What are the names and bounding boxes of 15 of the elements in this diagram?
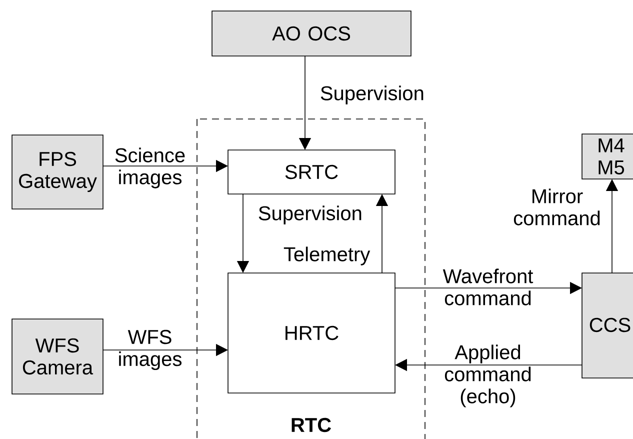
system-box: M4 M5: [582, 134, 633, 180]
edge-label: Mirror command: [514, 188, 600, 226]
system-box: WFS Camera: [12, 318, 104, 394]
edge-label: Telemetry: [284, 246, 370, 266]
edge-label: Supervision: [320, 86, 424, 104]
edge-label: Science images: [115, 148, 185, 188]
process-box: SRTC: [228, 150, 396, 194]
process-box: HRTC: [228, 272, 396, 394]
system-box: CCS: [582, 272, 633, 378]
edge-label: Supervision: [258, 206, 362, 224]
edge-label: WFS images: [119, 330, 182, 370]
system-box: FPS Gateway: [12, 134, 104, 210]
edge-label: Applied command (echo): [444, 344, 531, 408]
system-box: AO OCS: [212, 10, 412, 56]
edge-label: Wavefront command: [442, 268, 534, 306]
